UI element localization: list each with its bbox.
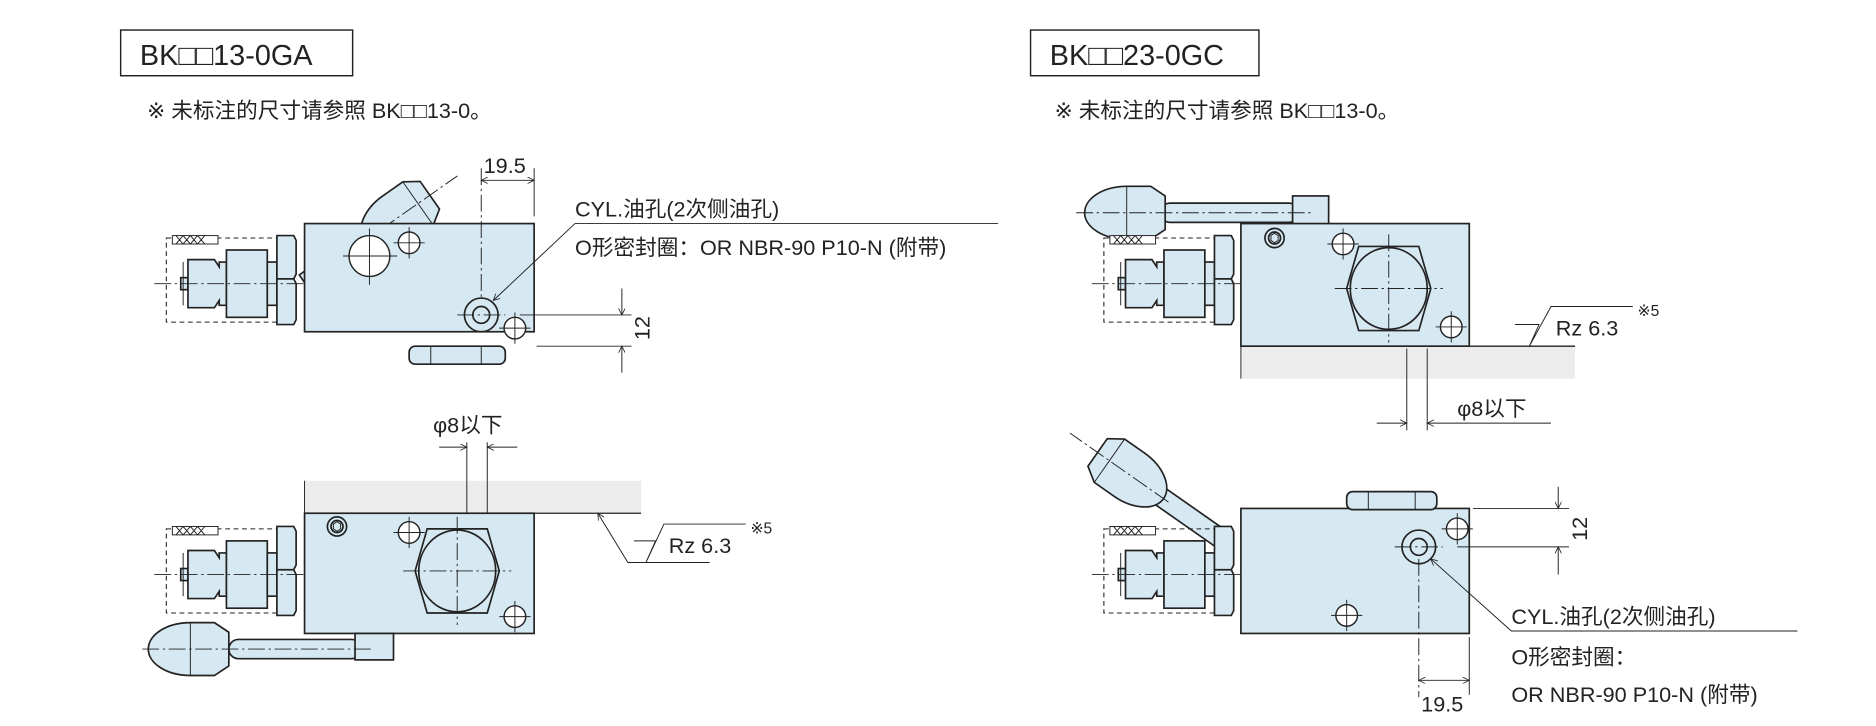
valve-top-view: 19.5 12 CYL.油孔(2次侧油孔) O形密封圈： OR NBR-90 P… [1069,432,1798,717]
port-label: CYL.油孔(2次侧油孔) [575,196,779,221]
hole-dim: φ8以下 [433,413,502,438]
dim-height: 12 [630,316,655,340]
mounting-plate [304,480,642,514]
model-label-box [1029,29,1260,77]
lever-handle [142,621,395,677]
view-left: BK□□13-0GA ※ 未标注的尺寸请参照 BK□□13-0。 19.5 CY… [119,29,999,677]
roughness-value: Rz 6.3 [1556,315,1619,340]
dim-width: 19.5 [1421,692,1463,717]
valve-mounted-view: φ8以下 Rz 6.3 ※5 [1076,185,1660,431]
hole-dim: φ8以下 [1457,396,1526,421]
valve-top-view: 19.5 CYL.油孔(2次侧油孔) O形密封圈：OR NBR-90 P10-N… [153,153,999,373]
port-label: CYL.油孔(2次侧油孔) [1511,604,1715,629]
dim-width: 19.5 [484,153,526,178]
oring-label: O形密封圈： [1511,645,1636,670]
roughness-note: ※5 [1638,303,1660,320]
roughness-value: Rz 6.3 [669,533,732,558]
model-label: BK□□13-0GA [140,40,313,72]
oring-label: O形密封圈：OR NBR-90 P10-N (附带) [575,235,946,260]
mounting-plate [1240,346,1576,379]
bottom-nut [408,345,507,366]
top-nut [1345,490,1438,511]
reference-note: ※ 未标注的尺寸请参照 BK□□13-0。 [147,98,492,123]
valve-mounted-view: φ8以下 Rz 6.3 ※5 [142,413,773,677]
oring-spec: OR NBR-90 P10-N (附带) [1511,682,1757,707]
roughness-note: ※5 [750,521,772,538]
view-right: BK□□23-0GC ※ 未标注的尺寸请参照 BK□□13-0。 φ8以下 Rz… [1029,29,1798,717]
lever-handle [1076,185,1330,241]
reference-note: ※ 未标注的尺寸请参照 BK□□13-0。 [1055,98,1400,123]
lever-handle [1069,432,1230,550]
model-label: BK□□23-0GC [1050,40,1224,72]
dim-height: 12 [1567,517,1592,541]
model-label-box [119,29,354,77]
